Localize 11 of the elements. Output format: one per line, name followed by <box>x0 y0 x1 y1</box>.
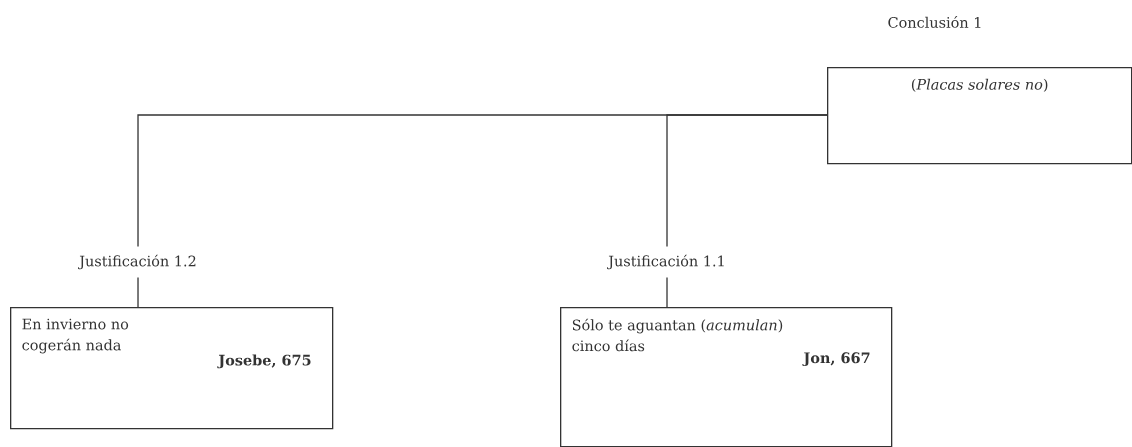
argument-box: En invierno no cogerán nada Josebe, 675 <box>10 307 334 430</box>
node-label: En invierno no cogerán nada <box>22 318 129 354</box>
heading: Justificación 1.1 <box>607 254 724 270</box>
argument-box: Sólo te aguantan (acumulan) cinco días Jon, 667 <box>560 307 893 447</box>
heading: Justificación 1.2 <box>78 254 196 270</box>
node-label: Josebe, 675 <box>217 354 311 369</box>
argument-box: (Placas solares no) <box>827 67 1132 165</box>
node-label: Jon, 667 <box>802 352 870 367</box>
node-label: Sólo te aguantan (acumulan) cinco días <box>572 318 783 352</box>
connector-line <box>666 114 828 248</box>
heading: Conclusión 1 <box>888 16 981 28</box>
